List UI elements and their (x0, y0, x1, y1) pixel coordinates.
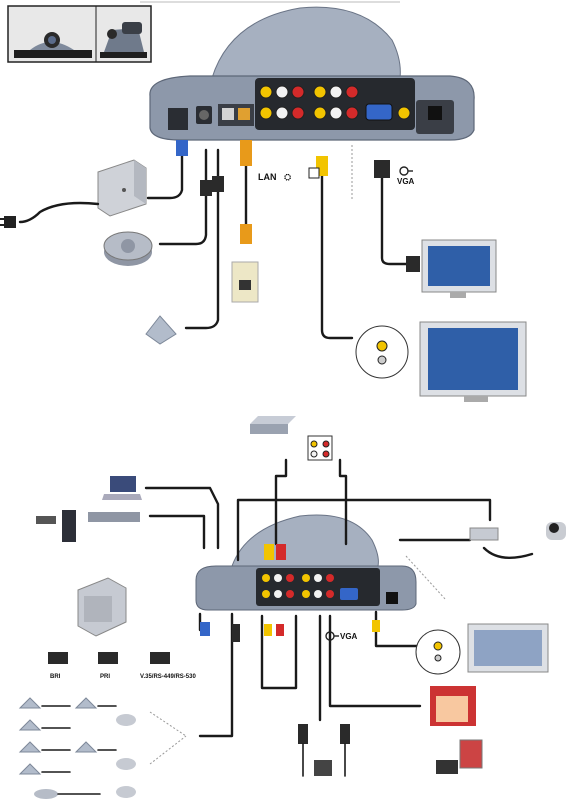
tabletop-microphone-icon (145, 315, 177, 345)
isdn-network-module-icon (77, 577, 127, 637)
serial-interface-label: V.35/RS-449/RS-530 (140, 674, 196, 680)
svg-text:⛭: ⛭ (284, 173, 291, 183)
svg-text:VGA: VGA (340, 632, 358, 641)
pri-label: PRI (100, 674, 110, 680)
presentation-display-icon (430, 686, 476, 726)
camera-side-view-icon (100, 22, 147, 58)
inset-camera-views (7, 5, 152, 63)
svg-text:LAN: LAN (258, 172, 277, 182)
vga-label-bottom: VGA (325, 631, 358, 641)
lcd-monitor-icon (421, 239, 497, 298)
ptz-camera-icon (469, 522, 566, 541)
lan-label: LAN ⛭ (258, 172, 291, 183)
laptop-icon (102, 476, 142, 500)
codec-unit-bottom (195, 514, 417, 611)
vga-label-top: VGA (397, 166, 415, 186)
conference-microphone-icon (34, 786, 136, 799)
lcd-monitor-icon (419, 321, 527, 402)
microphone-array-icon (18, 697, 136, 775)
av-connector-panel-top (259, 85, 411, 121)
bri-label: BRI (50, 674, 61, 680)
rca-jack-callout-bottom (307, 435, 333, 461)
audio-port-block (196, 106, 212, 124)
vcr-icon (250, 416, 296, 434)
projector-icon (436, 739, 483, 774)
composite-jack-callout (415, 629, 461, 675)
interface-modules (48, 652, 170, 664)
network-hub-icon (36, 510, 140, 542)
speaker-icon (298, 724, 350, 777)
lcd-monitor-icon (467, 623, 549, 673)
top-cables (146, 140, 420, 340)
power-adapter-icon (0, 159, 147, 228)
bottom-cables (144, 458, 534, 765)
composite-video-icon (308, 167, 320, 179)
ethernet-wall-jack-icon (231, 261, 259, 303)
composite-jack-callout (355, 325, 409, 379)
conference-microphone-icon (103, 231, 153, 266)
svg-text:VGA: VGA (397, 177, 415, 186)
codec-unit-top (149, 6, 475, 141)
videoconference-camera-icon (14, 32, 92, 58)
